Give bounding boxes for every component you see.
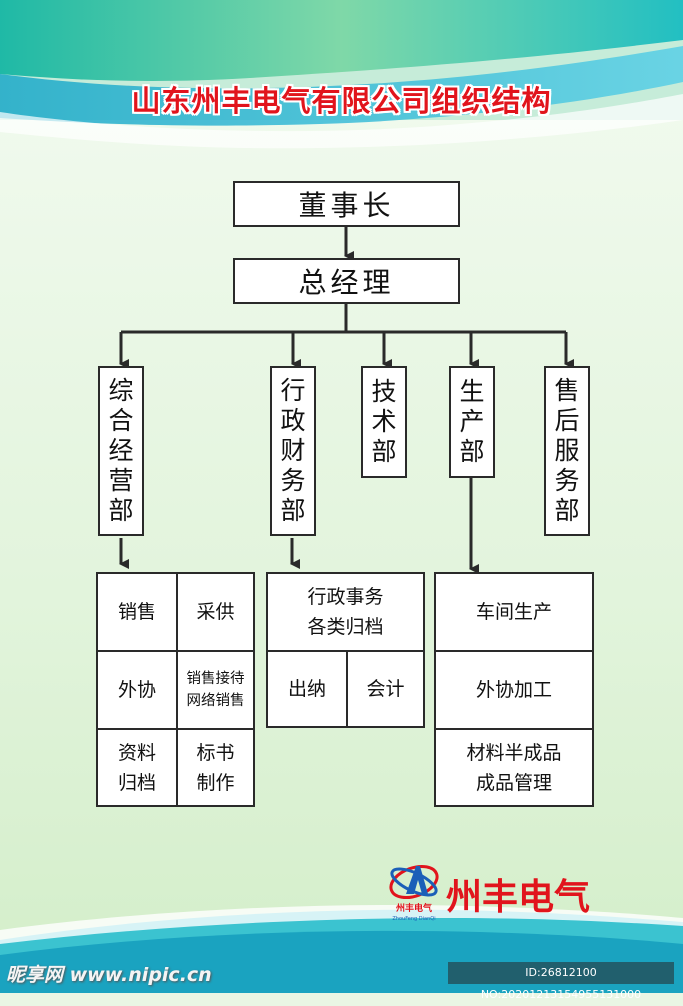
cell-sales: 销售 — [117, 601, 156, 623]
chairman-label: 董事长 — [298, 189, 395, 222]
dept-char: 后 — [554, 406, 580, 435]
dept-technology: 技 术 部 — [361, 366, 407, 478]
sales-table: 销售 采供 外协 销售接待 网络销售 资料 归档 标书 制作 — [96, 572, 255, 807]
brand-logo-icon: 州丰电气 ZhouFeng DianQi — [389, 864, 439, 922]
dept-char: 术 — [371, 407, 397, 436]
production-table: 车间生产 外协加工 材料半成品 成品管理 — [434, 572, 594, 807]
dept-char: 生 — [459, 377, 485, 406]
dept-char: 部 — [371, 437, 397, 466]
general-manager-box: 总经理 — [233, 258, 460, 304]
cell-materials-management: 材料半成品 成品管理 — [466, 741, 562, 794]
dept-admin-finance: 行 政 财 务 部 — [270, 366, 316, 536]
dept-char: 部 — [280, 496, 306, 525]
dept-char: 部 — [108, 496, 134, 525]
general-manager-label: 总经理 — [298, 266, 395, 299]
dept-comprehensive-business: 综 合 经 营 部 — [98, 366, 144, 536]
dept-production: 生 产 部 — [449, 366, 495, 478]
logo-subtext: ZhouFeng DianQi — [392, 916, 435, 922]
dept-char: 综 — [108, 376, 134, 405]
dept-char: 营 — [108, 466, 134, 495]
dept-char: 务 — [280, 466, 306, 495]
dept-char: 技 — [371, 377, 397, 406]
chairman-box: 董事长 — [233, 181, 460, 227]
cell-bid-documents: 标书 制作 — [196, 741, 235, 794]
cell-cashier: 出纳 — [287, 678, 326, 700]
watermark-id: ID:26812100 NO:20201213154955131000 — [448, 962, 674, 1001]
admin-table: 行政事务 各类归档 出纳 会计 — [266, 572, 425, 728]
dept-after-sales: 售 后 服 务 部 — [544, 366, 590, 536]
watermark-site: 昵享网 www.nipic.cn — [6, 964, 212, 986]
dept-char: 部 — [459, 437, 485, 466]
cell-outsourcing: 外协 — [117, 679, 156, 701]
dept-char: 合 — [108, 406, 134, 435]
dept-char: 售 — [554, 376, 580, 405]
cell-reception-online-sales: 销售接待 网络销售 — [186, 671, 245, 709]
dept-char: 行 — [280, 376, 306, 405]
dept-char: 服 — [554, 436, 580, 465]
logo-text: 州丰电气 — [395, 902, 432, 914]
cell-outsourced-processing: 外协加工 — [475, 679, 552, 701]
cell-admin-affairs: 行政事务 各类归档 — [307, 586, 384, 638]
dept-char: 政 — [280, 406, 306, 435]
cell-workshop-production: 车间生产 — [475, 601, 552, 623]
dept-char: 财 — [280, 436, 306, 465]
page-title: 山东州丰电气有限公司组织结构 — [131, 84, 552, 118]
cell-archive: 资料 归档 — [117, 741, 156, 794]
brand-name: 州丰电气 — [446, 876, 591, 918]
cell-accounting: 会计 — [366, 678, 405, 700]
dept-char: 经 — [108, 436, 134, 465]
cell-purchase: 采供 — [196, 601, 235, 623]
dept-char: 产 — [459, 407, 485, 436]
dept-char: 务 — [554, 466, 580, 495]
dept-char: 部 — [554, 496, 580, 525]
